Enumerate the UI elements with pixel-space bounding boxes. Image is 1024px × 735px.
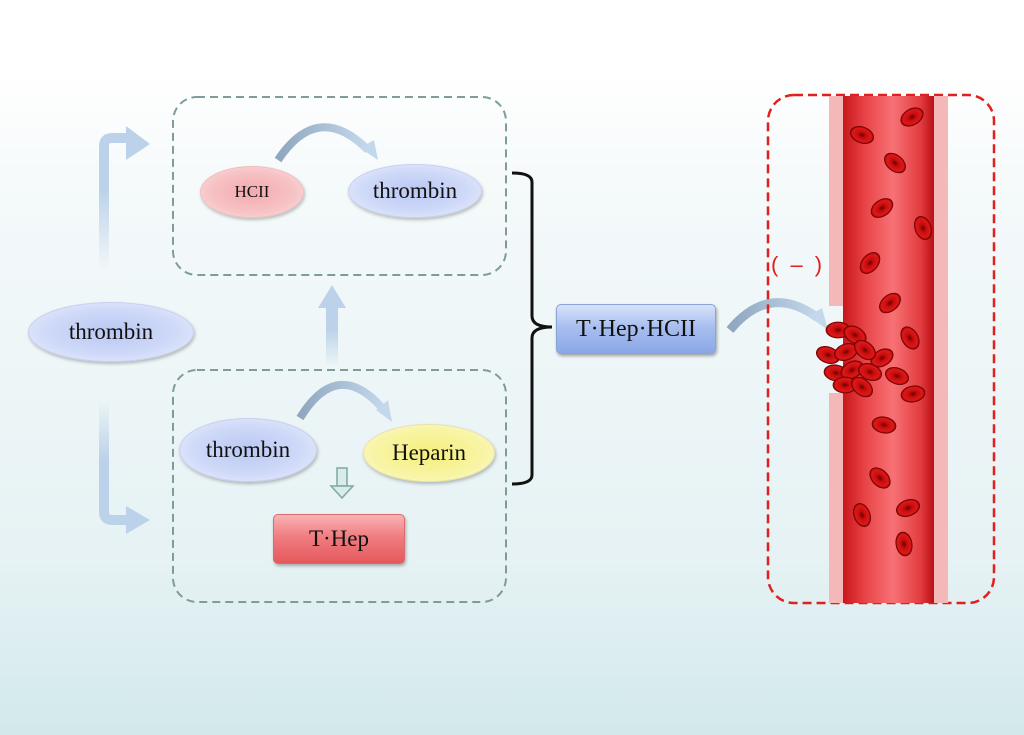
flow-arrow-up-center <box>318 285 346 366</box>
inhibition-label: ( – ) <box>771 252 826 277</box>
red-blood-cell <box>853 502 871 528</box>
red-blood-cell <box>900 107 924 127</box>
thep-product-label: T·Hep <box>308 526 370 551</box>
flow-arrow-down-right <box>99 400 150 534</box>
red-blood-cell <box>869 467 891 489</box>
thrombin-node-bottom: thrombin <box>179 418 317 482</box>
red-blood-cell <box>884 152 906 174</box>
heparin-node: Heparin <box>363 424 495 482</box>
thrombin-node-bottom-label: thrombin <box>205 437 291 462</box>
thrombin-node-top-label: thrombin <box>372 178 458 203</box>
red-blood-cells <box>815 107 932 557</box>
red-blood-cell <box>884 367 910 385</box>
thrombin-node-top: thrombin <box>348 164 482 218</box>
thrombin-node-left: thrombin <box>28 302 194 362</box>
curved-arrow-hcii-to-thrombin <box>274 123 378 163</box>
heparin-node-label: Heparin <box>391 440 467 465</box>
red-blood-cell <box>854 339 876 361</box>
red-blood-cell <box>851 376 873 398</box>
red-blood-cell <box>879 292 901 314</box>
arrow-down-to-thep <box>329 467 355 500</box>
curved-arrow-thrombin-to-heparin <box>296 381 392 422</box>
red-blood-cell <box>871 416 897 434</box>
hcii-node: HCII <box>200 166 304 218</box>
bracket <box>511 171 553 486</box>
thep-product: T·Hep <box>273 514 405 564</box>
red-blood-cell <box>900 385 926 403</box>
thrombin-node-left-label: thrombin <box>68 319 154 344</box>
curved-arrow-to-clot <box>726 298 828 333</box>
red-blood-cell <box>857 363 883 381</box>
red-blood-cell <box>895 499 921 517</box>
flow-arrow-up-right <box>99 126 150 270</box>
red-blood-cell <box>895 531 913 557</box>
red-blood-cell <box>859 252 881 274</box>
red-blood-cell <box>914 215 932 241</box>
red-blood-cell <box>849 126 875 144</box>
vessel-walls <box>829 96 948 603</box>
complex-node: T·Hep·HCII <box>556 304 716 354</box>
red-blood-cell <box>870 198 894 218</box>
red-blood-cell <box>900 326 920 350</box>
hcii-node-label: HCII <box>234 182 270 201</box>
complex-node-label: T·Hep·HCII <box>576 315 696 342</box>
top-group-box <box>172 96 507 276</box>
